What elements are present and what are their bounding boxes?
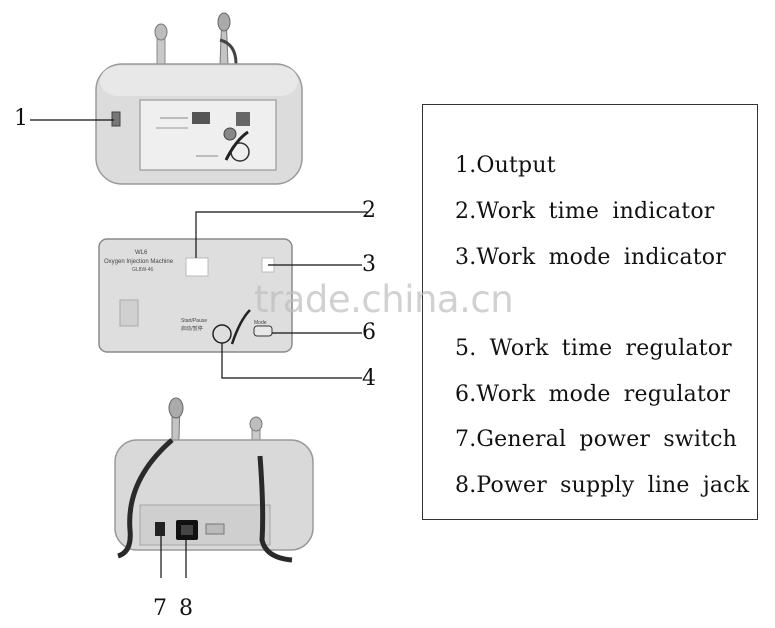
callout-6: 6 xyxy=(362,320,376,345)
legend-item-work-time-regulator: 5. Work time regulator xyxy=(455,336,732,361)
device-front-view xyxy=(30,12,303,185)
wand-right-head xyxy=(217,12,231,32)
work-mode-regulator xyxy=(253,325,273,337)
callout-2: 2 xyxy=(362,198,376,223)
legend-item-work-time-indicator: 2.Work time indicator xyxy=(455,199,715,224)
callout-4: 4 xyxy=(362,366,376,391)
general-power-switch xyxy=(155,522,165,536)
panel-start-pause-label: Start/Pause xyxy=(181,318,207,324)
leader-line-4 xyxy=(221,343,362,379)
back-label-plate xyxy=(205,523,225,535)
legend-box: 1.Output 2.Work time indicator 3.Work mo… xyxy=(422,104,758,520)
callout-1: 1 xyxy=(14,106,28,131)
wand-right-hose xyxy=(219,38,238,65)
control-panel-view: WL6 Oxygen Injection Machine GL8W-46 Sta… xyxy=(98,211,368,379)
legend-item-general-power-switch: 7.General power switch xyxy=(455,427,738,452)
panel-hose xyxy=(230,309,251,345)
panel-machine-name: Oxygen Injection Machine xyxy=(104,259,174,265)
work-time-indicator xyxy=(185,257,209,277)
callout-7: 7 xyxy=(153,596,167,621)
output-port xyxy=(111,111,121,127)
legend-item-output: 1.Output xyxy=(455,153,556,178)
device-body-highlight xyxy=(100,66,298,96)
back-cable-left xyxy=(117,438,174,559)
wand-left-head xyxy=(154,23,168,41)
back-wand-right-head xyxy=(249,416,263,432)
front-hose xyxy=(224,130,249,161)
callout-8: 8 xyxy=(179,596,193,621)
legend-item-power-supply-jack: 8.Power supply line jack xyxy=(455,473,750,498)
panel-side-slot xyxy=(119,299,139,327)
front-mode-display xyxy=(236,112,250,126)
device-front-panel xyxy=(139,99,277,171)
watermark: trade.china.cn xyxy=(254,278,514,321)
legend-item-work-mode-regulator: 6.Work mode regulator xyxy=(455,382,731,407)
legend-item-work-mode-indicator: 3.Work mode indicator xyxy=(455,245,726,270)
front-display xyxy=(192,112,210,124)
callout-3: 3 xyxy=(362,252,376,277)
panel-sub-text: GL8W-46 xyxy=(132,267,154,273)
leader-line-2 xyxy=(195,211,368,258)
back-cable-right xyxy=(257,455,293,563)
back-wand-left-head xyxy=(168,397,184,419)
front-knob xyxy=(223,127,237,141)
panel-mode-label: Mode xyxy=(254,320,267,326)
panel-model-text: WL6 xyxy=(135,250,148,256)
power-supply-jack-inner xyxy=(181,525,193,535)
panel-start-pause-cn-label: 启动/暂停 xyxy=(181,325,203,332)
device-back-view xyxy=(114,397,314,578)
